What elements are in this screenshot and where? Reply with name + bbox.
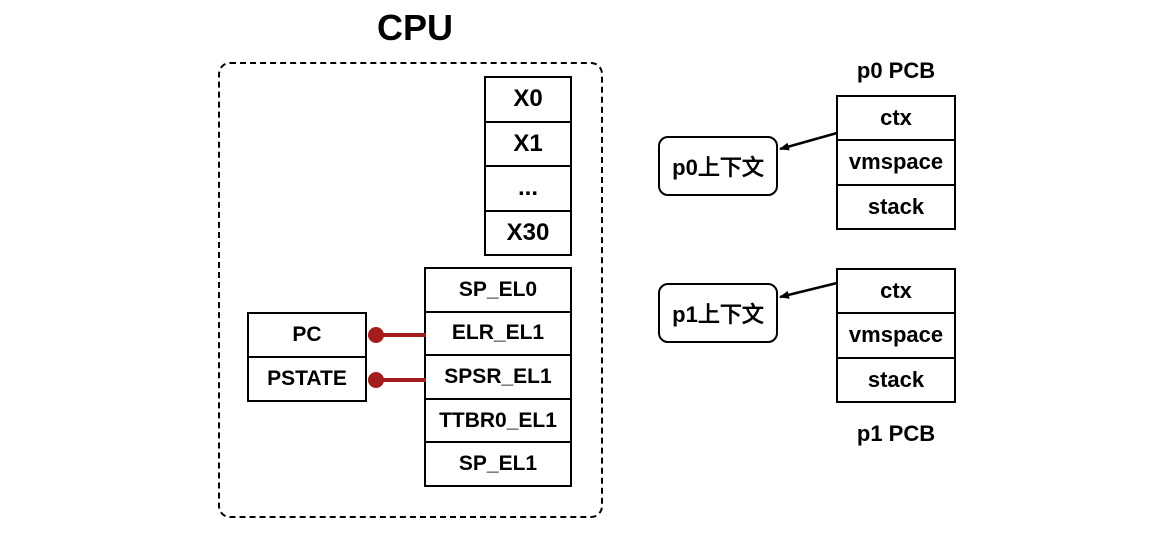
p0-context-box: p0上下文 — [658, 136, 778, 196]
p0-pcb-vmspace: vmspace — [838, 139, 954, 183]
register-ttbr0-el1: TTBR0_EL1 — [426, 397, 570, 442]
register-pc: PC — [292, 323, 322, 346]
p0-pcb-stack: stack — [838, 183, 954, 228]
register-ellipsis: ... — [486, 165, 570, 210]
p1-pcb-vmspace: vmspace — [838, 312, 954, 356]
register-x0: X0 — [513, 85, 543, 113]
p1-pcb-label: p1 PCB — [856, 421, 936, 446]
pstate-link-dot — [368, 372, 384, 388]
p0-pcb-ctx: ctx — [880, 105, 912, 131]
register-sp-el1: SP_EL1 — [426, 441, 570, 485]
register-x30: X30 — [486, 209, 570, 255]
register-pstate: PSTATE — [249, 356, 365, 400]
register-spsr-el1: SPSR_EL1 — [426, 354, 570, 398]
core-register-stack: PC PSTATE — [247, 312, 367, 402]
p0-pcb: ctx vmspace stack — [836, 95, 956, 230]
register-elr-el1: ELR_EL1 — [426, 310, 570, 355]
register-sp-el0: SP_EL0 — [458, 277, 538, 301]
sys-register-stack: SP_EL0 ELR_EL1 SPSR_EL1 TTBR0_EL1 SP_EL1 — [424, 267, 572, 487]
p1-pcb-stack: stack — [838, 356, 954, 401]
pc-link-dot — [368, 327, 384, 343]
p1-pcb: ctx vmspace stack — [836, 268, 956, 403]
gp-register-stack: X0 X1 ... X30 — [484, 76, 572, 256]
cpu-title: CPU — [376, 7, 453, 48]
p1-pcb-ctx: ctx — [880, 278, 912, 304]
p1-ctx-arrow — [779, 281, 838, 299]
p0-ctx-arrow — [779, 131, 838, 151]
register-x1: X1 — [486, 120, 570, 166]
cpu-frame — [218, 62, 603, 518]
p1-context-box: p1上下文 — [658, 283, 778, 343]
p0-pcb-label: p0 PCB — [856, 58, 936, 83]
